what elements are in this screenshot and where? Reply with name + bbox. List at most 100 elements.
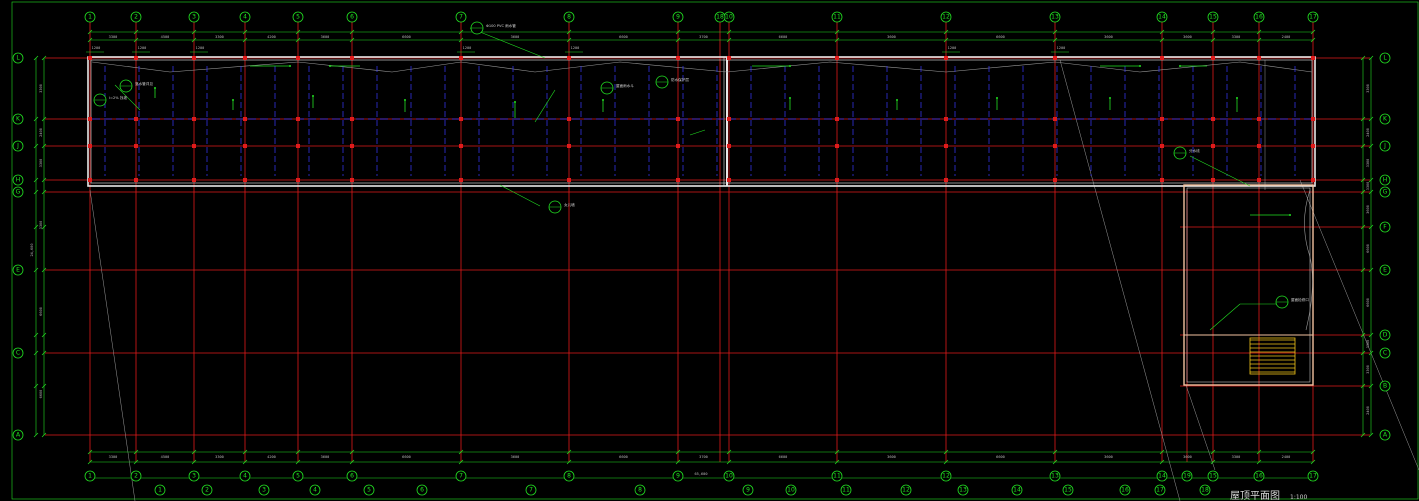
construction-line [1059, 59, 1181, 501]
axis-bubble-label: E [16, 267, 20, 274]
axis-bubble-top: 14 [1156, 11, 1168, 23]
dimension-tick [943, 37, 949, 43]
axis-bubble-bottom: 6 [346, 470, 358, 482]
axis-bubble-label: 6 [420, 487, 424, 494]
dimension-tick [33, 432, 39, 438]
axis-bubble-circle [455, 11, 467, 23]
column-marker [835, 117, 839, 121]
detail-reference-bubble [470, 21, 484, 35]
detail-reference-bubble [93, 93, 107, 107]
column-marker [944, 56, 948, 60]
axis-bubble-bottom: 16 [1253, 470, 1265, 482]
column-marker [944, 178, 948, 182]
dimension-tick [458, 459, 464, 465]
dimension-tick [1368, 116, 1374, 122]
axis-bubble-label: G [1383, 189, 1388, 196]
axis-bubble-label: 16 [1255, 14, 1263, 21]
dimension-tick [943, 459, 949, 465]
column-marker [1160, 117, 1164, 121]
dimension-tick [41, 350, 47, 356]
axis-bubble-right: C [1379, 347, 1391, 359]
axis-bubble-circle [201, 484, 213, 496]
column-marker [567, 56, 571, 60]
dimension-tick [1052, 37, 1058, 43]
column-marker [835, 144, 839, 148]
axis-bubble-label: 14 [1013, 487, 1021, 494]
axis-bubble-circle [1379, 380, 1391, 392]
axis-bubble-circle [1253, 470, 1265, 482]
dimension-label: 3300 [1366, 182, 1370, 191]
dimension-label: 3300 [1366, 159, 1370, 168]
slope-arrow-head [789, 65, 791, 67]
axis-bubble-label: H [16, 177, 21, 184]
axis-bubble-top: 8 [563, 11, 575, 23]
axis-bubble-top: 1 [84, 11, 96, 23]
axis-bubble-label: F [1383, 224, 1387, 231]
axis-bubble-circle [940, 11, 952, 23]
axis-bubble-circle [12, 140, 24, 152]
slope-arrow-head [1109, 97, 1111, 99]
axis-grid [45, 22, 1419, 501]
construction-line [1185, 384, 1216, 471]
dimension-tick [33, 350, 39, 356]
axis-bubble-label: D [1383, 332, 1388, 339]
dimension-label: 1200 [138, 46, 147, 50]
column-marker [192, 56, 196, 60]
axis-bubble-label: 16 [1121, 487, 1129, 494]
axis-bubble-label: 18 [716, 14, 724, 21]
dimension-tick [1310, 29, 1316, 35]
axis-bubble-circle [12, 186, 24, 198]
axis-bubble-label: 10 [725, 473, 733, 480]
dimension-tick [41, 267, 47, 273]
slope-arrow-head [602, 99, 604, 101]
dimension-tick [33, 224, 39, 230]
axis-bubble-bottom: 1 [84, 470, 96, 482]
dimension-label: 3600 [1183, 455, 1192, 459]
dimension-label: 6600 [996, 455, 1005, 459]
column-marker [88, 56, 92, 60]
leader-line [469, 27, 546, 59]
slope-arrow-head [514, 101, 516, 103]
axis-bubble-label: 10 [787, 487, 795, 494]
column-marker [944, 144, 948, 148]
dimension-tick [349, 459, 355, 465]
axis-bubble-lower-strip: 10 [785, 484, 797, 496]
drawing-title: 屋顶平面图 [1230, 490, 1280, 501]
axis-bubble-circle [1156, 470, 1168, 482]
dimension-tick [834, 449, 840, 455]
axis-bubble-top: 16 [1253, 11, 1265, 23]
axis-bubble-label: 9 [676, 473, 680, 480]
axis-bubble-label: 6 [350, 473, 354, 480]
axis-bubble-circle [346, 11, 358, 23]
slope-arrow-head [1236, 97, 1238, 99]
axis-bubble-label: 13 [1051, 473, 1059, 480]
column-marker [1257, 117, 1261, 121]
axis-bubble-label: 14 [1158, 473, 1166, 480]
axis-bubble-circle [1049, 470, 1061, 482]
column-marker [296, 56, 300, 60]
axis-bubble-right: A [1379, 429, 1391, 441]
axis-bubble-bottom: 13 [1049, 470, 1061, 482]
column-marker [459, 144, 463, 148]
axis-bubble-label: 11 [833, 473, 841, 480]
leader-line [1209, 303, 1241, 331]
axis-bubble-right: G [1379, 186, 1391, 198]
dimension-tick [1360, 143, 1366, 149]
dimension-tick [33, 177, 39, 183]
dimension-tick [133, 459, 139, 465]
dimension-tick [87, 459, 93, 465]
column-marker [350, 56, 354, 60]
axis-bubble-circle [12, 113, 24, 125]
column-marker [88, 144, 92, 148]
dimension-tick [834, 459, 840, 465]
annotation-note: 女儿墙 [564, 202, 575, 207]
dimension-tick [191, 29, 197, 35]
axis-bubble-lower-strip: 16 [1119, 484, 1131, 496]
axis-bubble-top: 4 [239, 11, 251, 23]
dimension-label: 6600 [619, 35, 628, 39]
column-marker [1160, 144, 1164, 148]
dimension-tick [41, 177, 47, 183]
axis-bubble-bottom: 17 [1307, 470, 1319, 482]
dimension-total: 65,600 [695, 472, 708, 476]
axis-bubble-top: 18 [714, 11, 726, 23]
